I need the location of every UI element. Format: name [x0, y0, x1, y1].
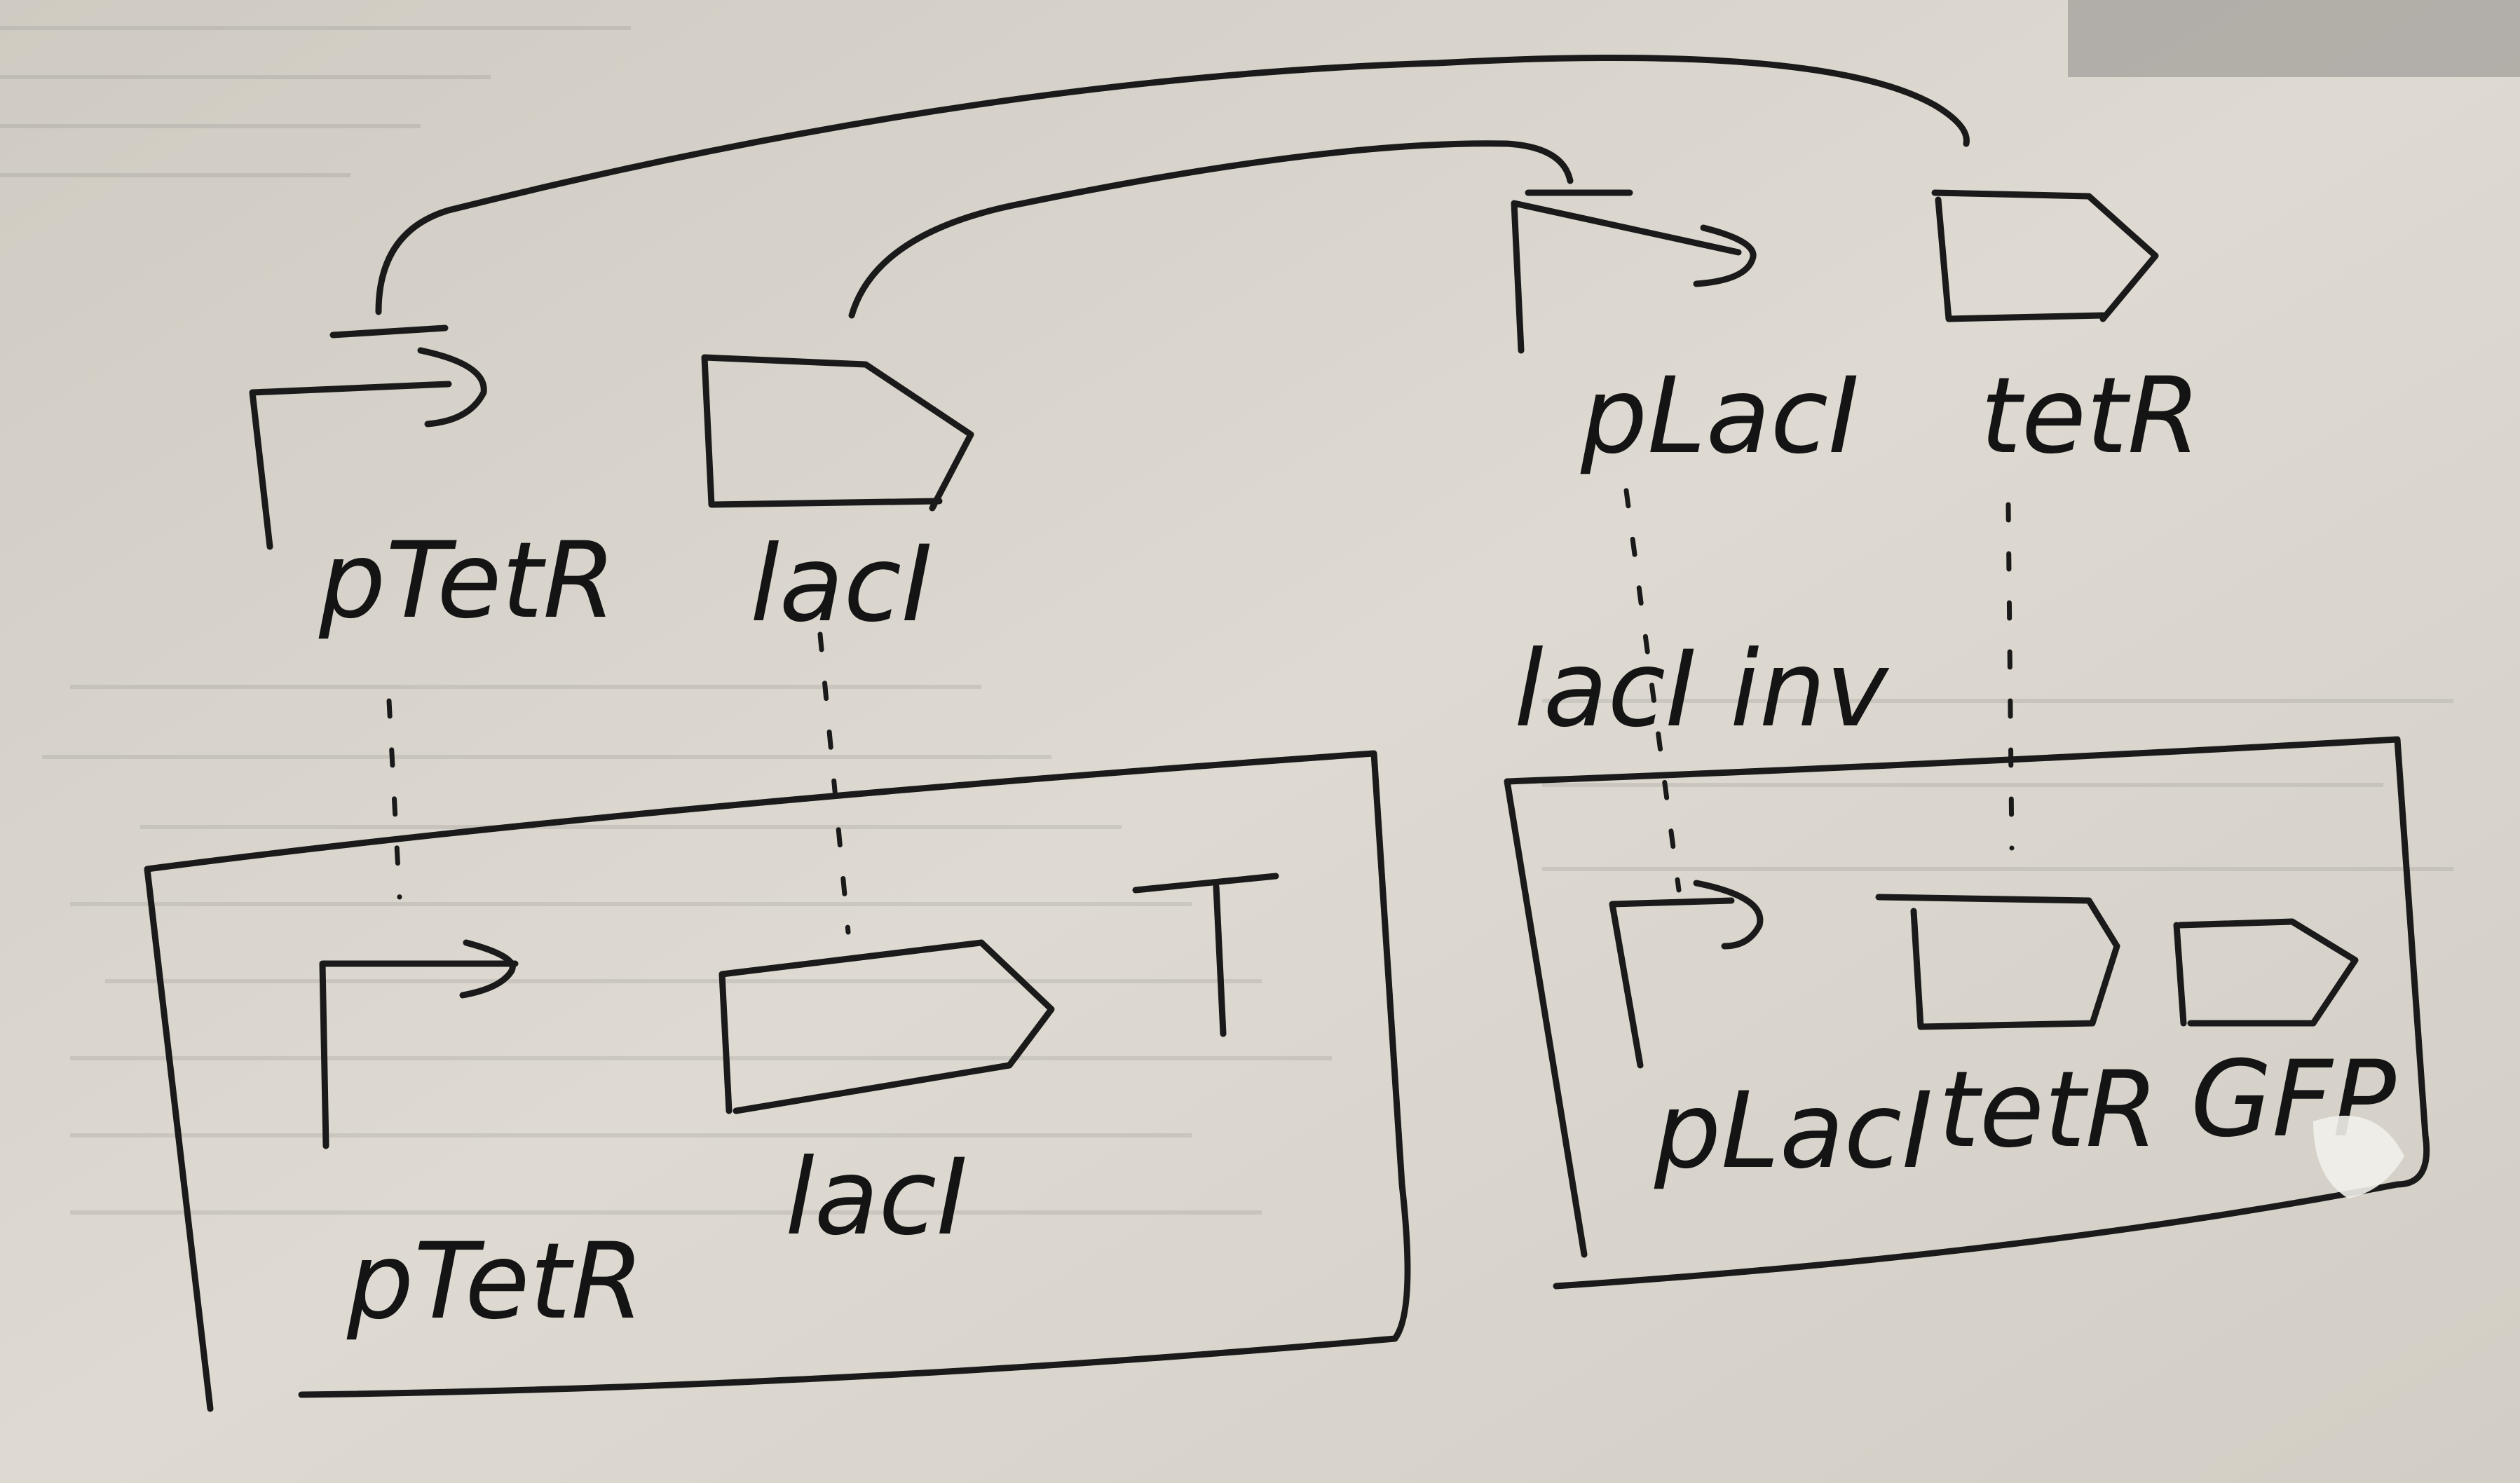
ptetr-top-label: pTetR [318, 520, 616, 642]
box-left-outline [144, 750, 1411, 1412]
repression-bar-ptetr-top [329, 324, 449, 339]
placi-top-label: pLacI [1580, 355, 1859, 477]
terminator-icon [1132, 873, 1279, 1037]
top-left-module: pTetR lacI [249, 324, 974, 645]
gene-laci-top-icon [701, 354, 974, 512]
placi-bottom-label: pLacI [1654, 1070, 1933, 1192]
tetr-bottom-label: tetR [1938, 1049, 2158, 1171]
gene-gfp-icon [2173, 918, 2359, 1027]
wire-tetr-represses-ptetr [375, 55, 1970, 315]
top-right-module: pLacI tetR [1511, 189, 2200, 477]
promoter-ptetr-bottom-icon [319, 939, 519, 1149]
promoter-ptetr-top-icon [249, 347, 487, 550]
link-ptetr [386, 698, 402, 900]
laci-top-label: lacI [750, 524, 932, 645]
wire-laci-represses-placi [848, 140, 1574, 319]
link-tetr [2005, 502, 2015, 851]
promoter-placi-top-icon [1511, 200, 1757, 354]
gene-tetr-bottom-icon [1875, 894, 2120, 1030]
bottom-left-box: pTetR lacI [144, 750, 1411, 1412]
paper-tear [2313, 1115, 2404, 1198]
gene-laci-bottom-icon [718, 939, 1055, 1114]
box-right-outline [1504, 736, 2430, 1290]
ptetr-bottom-label: pTetR [346, 1221, 644, 1343]
inverter-label: lacI inv [1514, 629, 1890, 751]
link-laci [817, 631, 851, 935]
tetr-top-label: tetR [1980, 355, 2200, 477]
laci-bottom-label: lacI [785, 1137, 967, 1259]
newsprint-texture [0, 26, 2453, 1215]
link-placi [1623, 488, 1682, 893]
gene-tetr-top-icon [1931, 189, 2159, 322]
bottom-right-box: pLacI tetR GFP [1504, 736, 2430, 1290]
dark-corner [2068, 0, 2520, 77]
promoter-placi-bottom-icon [1609, 880, 1764, 1069]
